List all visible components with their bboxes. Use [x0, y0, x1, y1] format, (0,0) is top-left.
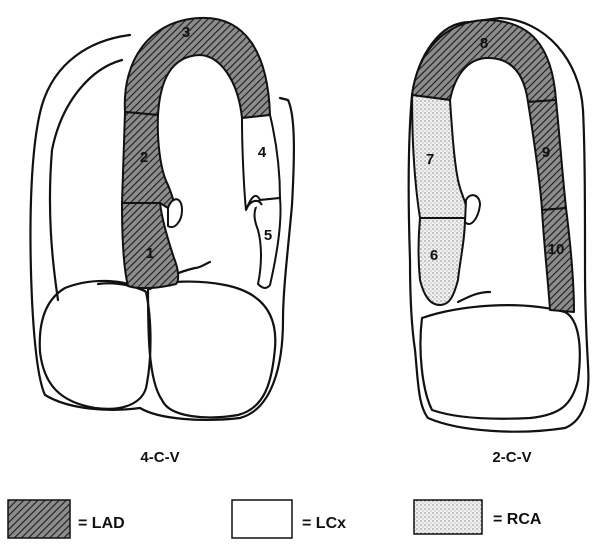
segment-4-region — [242, 115, 280, 210]
legend-swatch-dots — [414, 500, 482, 534]
two-chamber-left-atrium — [420, 305, 579, 419]
legend-swatch-hatch — [8, 500, 70, 538]
segment-3-region — [125, 18, 270, 118]
legend-label-rca: = RCA — [493, 511, 542, 528]
segment-10-region — [542, 208, 574, 312]
four-chamber-view-label: 4-C-V — [140, 449, 179, 466]
legend: = LAD = LCx = RCA — [8, 500, 542, 538]
four-chamber-lcx-wall — [242, 115, 281, 288]
segment-number-7: 7 — [426, 151, 434, 168]
legend-item-lcx: = LCx — [232, 500, 346, 538]
segment-number-5: 5 — [264, 227, 272, 244]
segment-number-8: 8 — [480, 35, 488, 52]
legend-label-lad: = LAD — [78, 515, 125, 532]
segment-number-4: 4 — [258, 144, 267, 161]
left-atrium-outline — [148, 282, 275, 418]
right-atrium-outline — [40, 281, 151, 409]
legend-item-lad: = LAD — [8, 500, 125, 538]
two-chamber-leaflet — [458, 292, 490, 302]
segment-6-region — [419, 218, 466, 305]
segment-number-10: 10 — [548, 241, 565, 258]
two-chamber-walls — [412, 20, 574, 312]
two-chamber-view-label: 2-C-V — [492, 449, 531, 466]
segment-number-9: 9 — [542, 144, 550, 161]
segment-number-6: 6 — [430, 247, 438, 264]
right-ventricle-inner-contour — [50, 60, 122, 300]
segment-number-2: 2 — [140, 149, 148, 166]
legend-item-rca: = RCA — [414, 500, 542, 534]
segment-number-3: 3 — [182, 24, 190, 41]
legend-swatch-blank — [232, 500, 292, 538]
segment-8-region — [412, 20, 556, 102]
septal-papillary-nub — [168, 199, 182, 227]
two-chamber-papillary-nub — [465, 195, 480, 224]
segment-number-1: 1 — [146, 245, 154, 262]
segment-7-region — [412, 95, 467, 218]
legend-label-lcx: = LCx — [302, 515, 346, 532]
